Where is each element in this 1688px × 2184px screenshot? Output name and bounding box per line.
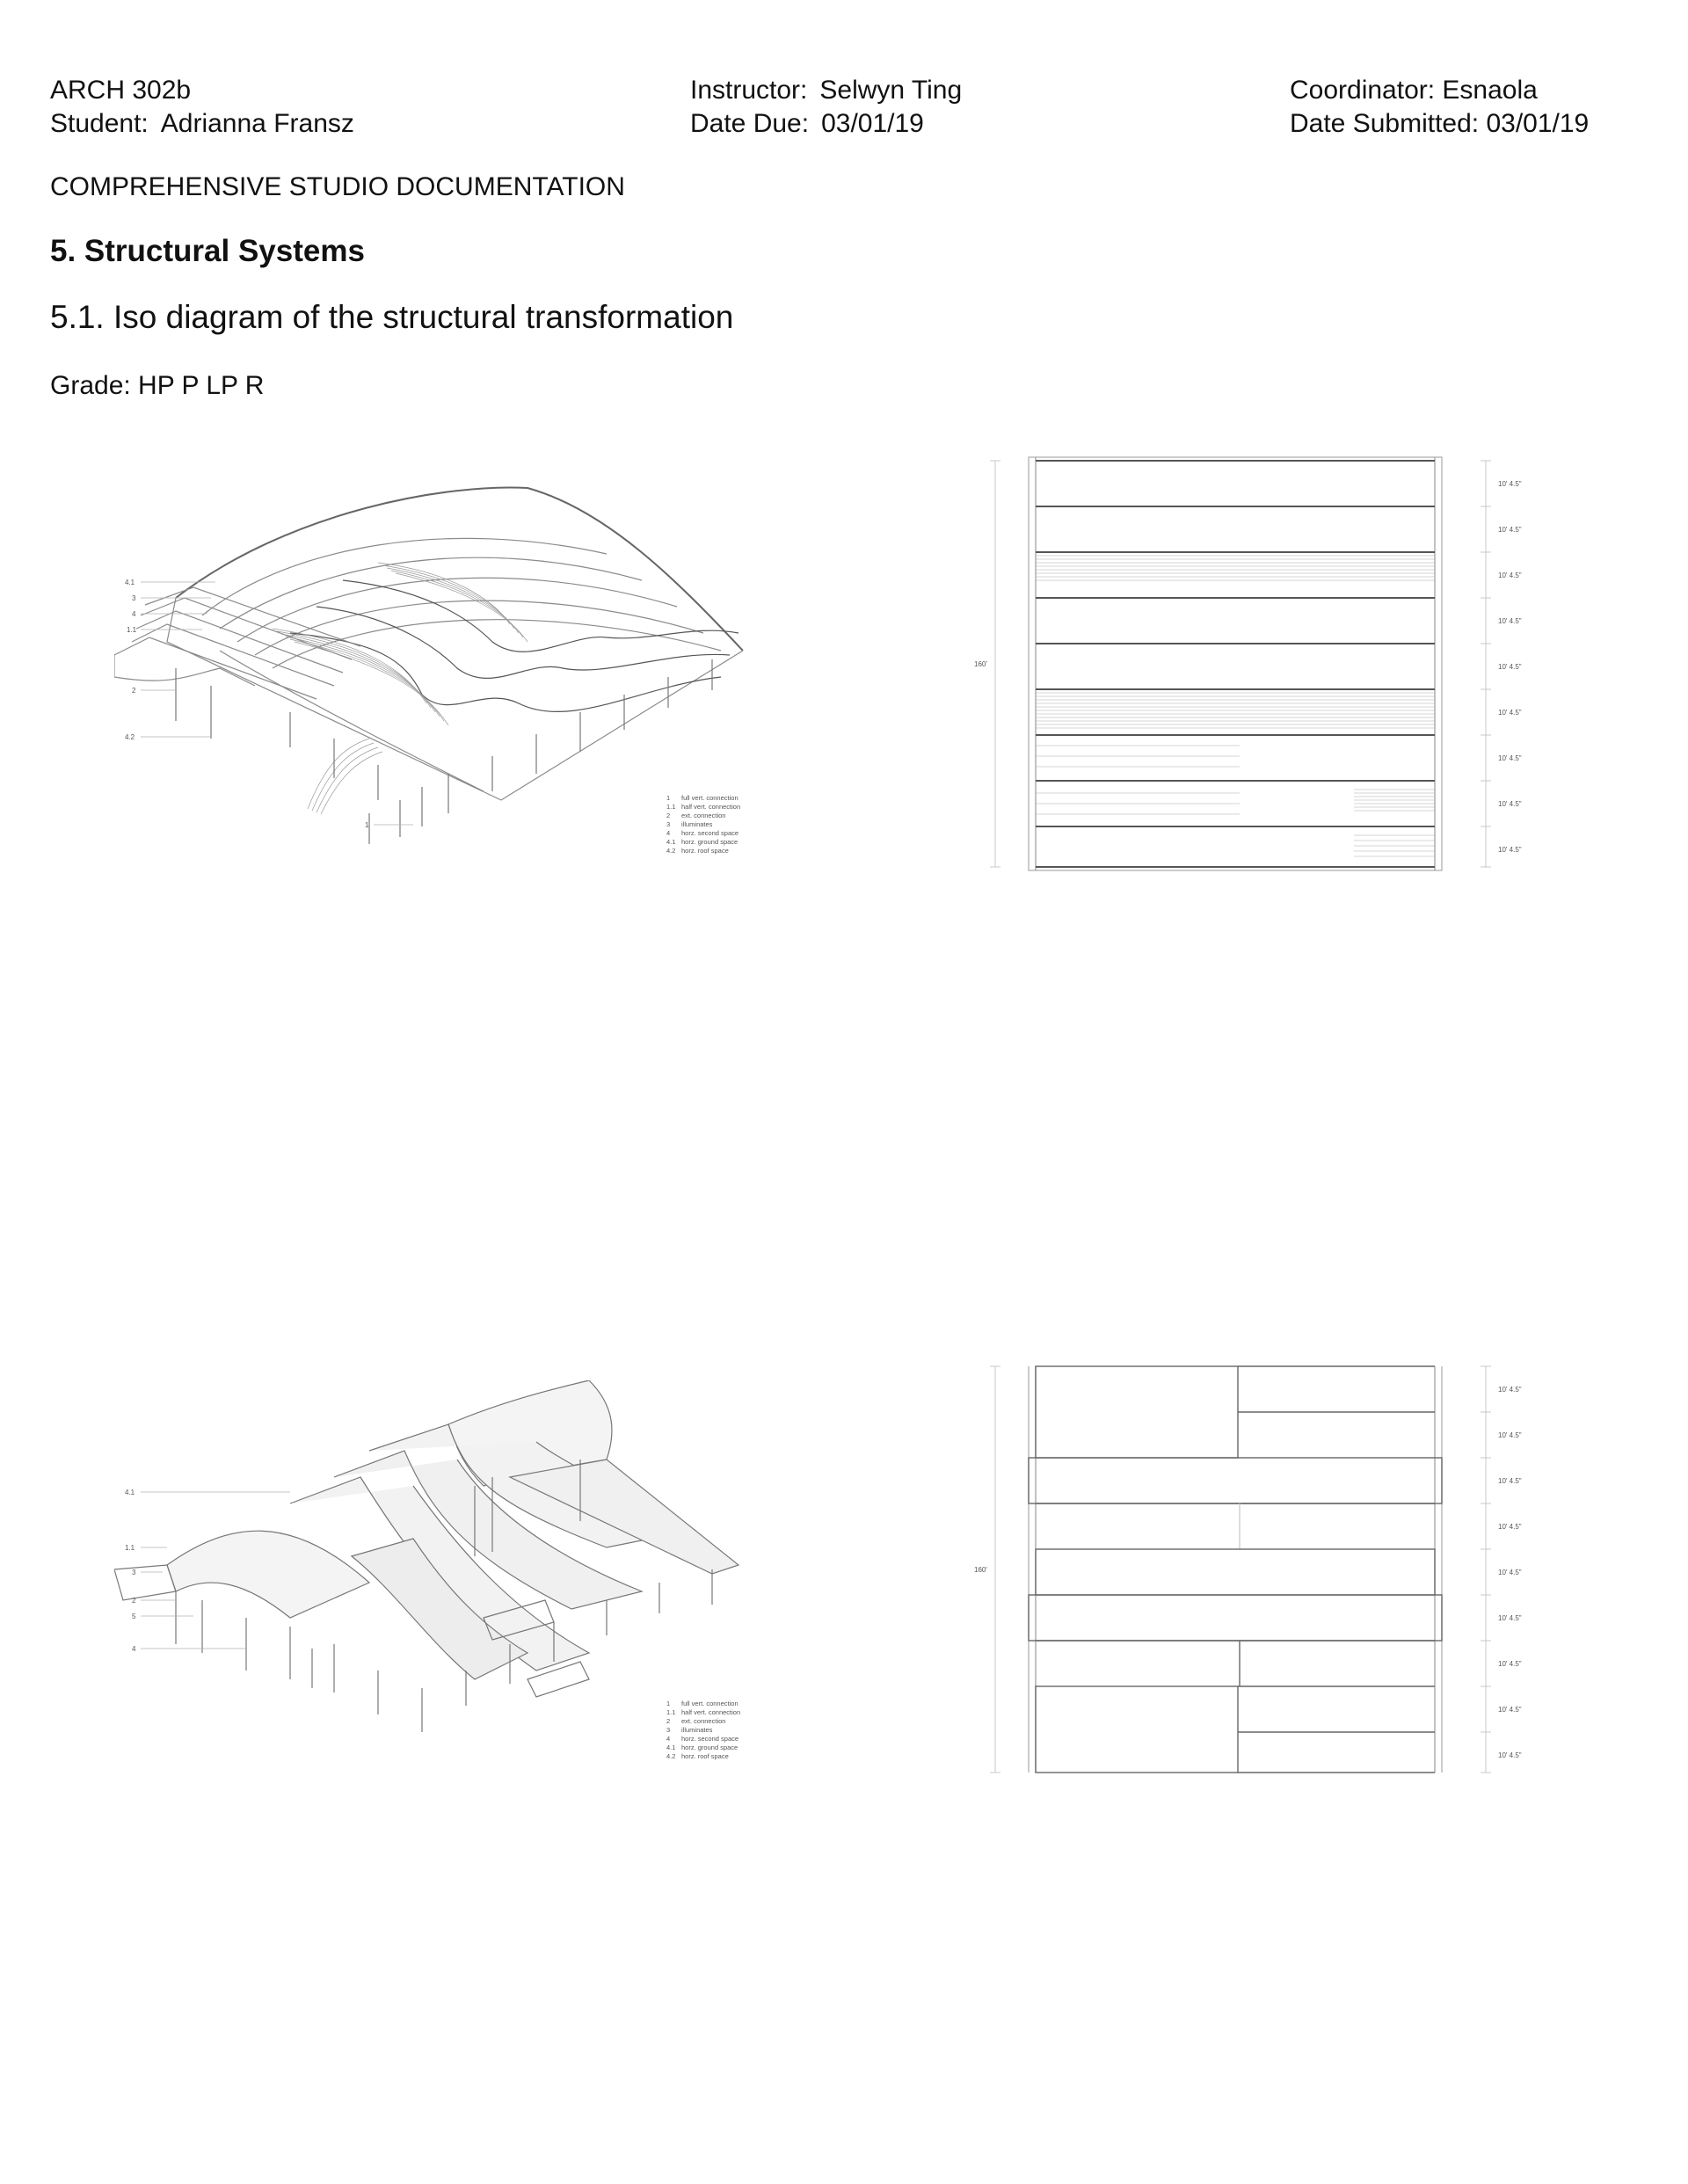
legend-num: 4.2 bbox=[666, 1752, 675, 1760]
legend-text: horz. second space bbox=[681, 829, 738, 837]
legend-text: horz. roof space bbox=[681, 847, 729, 855]
callout-label: 1.1 bbox=[127, 626, 137, 634]
legend-text: ext. connection bbox=[681, 1717, 725, 1725]
overall-dimension: 160' bbox=[974, 1566, 987, 1574]
plan-diagram-top: 160' 10' 4.5" 10' 4.5" 10' 4.5" 10' 4.5"… bbox=[967, 448, 1530, 879]
iso-diagram-bottom-drawing: 4.1 1.1 3 2 5 4 1 full vert. connection … bbox=[114, 1380, 740, 1760]
grade-line: Grade: HP P LP R bbox=[50, 371, 265, 400]
legend-num: 2 bbox=[666, 812, 670, 819]
student-name: Adrianna Fransz bbox=[160, 109, 354, 138]
callout-label: 4 bbox=[132, 610, 136, 618]
iso-diagram-bottom: 4.1 1.1 3 2 5 4 1 full vert. connection … bbox=[114, 1380, 756, 1767]
bay-dimension: 10' 4.5" bbox=[1498, 480, 1522, 488]
header-left: ARCH 302b Student: Adrianna Fransz bbox=[50, 74, 354, 141]
instructor-line: Instructor: Selwyn Ting bbox=[690, 74, 962, 107]
legend-text: half vert. connection bbox=[681, 803, 740, 811]
bay-dimension: 10' 4.5" bbox=[1498, 526, 1522, 534]
bay-dimension: 10' 4.5" bbox=[1498, 571, 1522, 579]
callout-label: 4.1 bbox=[125, 1489, 135, 1496]
legend-text: horz. second space bbox=[681, 1735, 738, 1743]
callout-label: 1.1 bbox=[125, 1544, 135, 1552]
legend-num: 1 bbox=[666, 1700, 670, 1707]
plan-diagram-bottom-drawing: 160' 10' 4.5" 10' 4.5" 10' 4.5" 10' 4.5"… bbox=[974, 1365, 1522, 1773]
bay-dimension: 10' 4.5" bbox=[1498, 800, 1522, 808]
callout-label: 2 bbox=[132, 687, 136, 695]
overall-dimension: 160' bbox=[974, 660, 987, 668]
legend-text: horz. ground space bbox=[681, 1744, 738, 1751]
header-middle: Instructor: Selwyn Ting Date Due: 03/01/19 bbox=[690, 74, 962, 141]
callout-label: 4.2 bbox=[125, 733, 135, 741]
legend-text: full vert. connection bbox=[681, 794, 738, 802]
legend-num: 4.1 bbox=[666, 838, 675, 846]
iso-diagram-top: 4.1 3 4 1.1 2 4.2 1 1 full vert. connect… bbox=[114, 475, 756, 862]
callout-label: 4.1 bbox=[125, 579, 135, 586]
legend-text: illuminates bbox=[681, 1726, 713, 1734]
subsection-title: 5.1. Iso diagram of the structural trans… bbox=[50, 299, 734, 335]
legend-text: horz. ground space bbox=[681, 838, 738, 846]
legend-num: 4 bbox=[666, 829, 670, 837]
legend-text: ext. connection bbox=[681, 812, 725, 819]
legend-num: 4 bbox=[666, 1735, 670, 1743]
bay-dimension: 10' 4.5" bbox=[1498, 1386, 1522, 1394]
legend: 1 full vert. connection 1.1 half vert. c… bbox=[666, 1700, 740, 1760]
legend-num: 1 bbox=[666, 794, 670, 802]
bay-dimension: 10' 4.5" bbox=[1498, 1477, 1522, 1485]
bay-dimension: 10' 4.5" bbox=[1498, 1706, 1522, 1714]
plan-diagram-bottom: 160' 10' 4.5" 10' 4.5" 10' 4.5" 10' 4.5"… bbox=[967, 1354, 1530, 1785]
bay-dimension: 10' 4.5" bbox=[1498, 1431, 1522, 1439]
bay-dimension: 10' 4.5" bbox=[1498, 709, 1522, 717]
iso-diagram-top-drawing: 4.1 3 4 1.1 2 4.2 1 1 full vert. connect… bbox=[114, 486, 744, 855]
bay-dimension: 10' 4.5" bbox=[1498, 1523, 1522, 1531]
bay-dimension: 10' 4.5" bbox=[1498, 754, 1522, 762]
student-line: Student: Adrianna Fransz bbox=[50, 107, 354, 141]
header-right: Coordinator: Esnaola Date Submitted: 03/… bbox=[1290, 74, 1589, 141]
bay-dimension: 10' 4.5" bbox=[1498, 1569, 1522, 1576]
legend-text: illuminates bbox=[681, 820, 713, 828]
bay-dimension: 10' 4.5" bbox=[1498, 1614, 1522, 1622]
legend-num: 2 bbox=[666, 1717, 670, 1725]
document-title: COMPREHENSIVE STUDIO DOCUMENTATION bbox=[50, 172, 625, 201]
due-line: Date Due: 03/01/19 bbox=[690, 107, 962, 141]
callout-label: 4 bbox=[132, 1645, 136, 1653]
coordinator: Coordinator: Esnaola bbox=[1290, 76, 1538, 105]
callout-label: 2 bbox=[132, 1597, 136, 1605]
legend-num: 1.1 bbox=[666, 1708, 675, 1716]
bay-dimension: 10' 4.5" bbox=[1498, 617, 1522, 625]
legend-text: horz. roof space bbox=[681, 1752, 729, 1760]
section-title: 5. Structural Systems bbox=[50, 234, 365, 268]
bay-dimension: 10' 4.5" bbox=[1498, 663, 1522, 671]
course-code: ARCH 302b bbox=[50, 76, 192, 105]
callout-label: 5 bbox=[132, 1613, 136, 1620]
callout-label: 1 bbox=[365, 821, 369, 829]
legend-text: half vert. connection bbox=[681, 1708, 740, 1716]
bay-dimension: 10' 4.5" bbox=[1498, 1660, 1522, 1668]
callout-label: 3 bbox=[132, 1569, 136, 1576]
legend-num: 3 bbox=[666, 1726, 670, 1734]
legend-text: full vert. connection bbox=[681, 1700, 738, 1707]
legend-num: 4.1 bbox=[666, 1744, 675, 1751]
instructor-label: Instructor: bbox=[690, 76, 808, 105]
student-label: Student: bbox=[50, 109, 149, 138]
instructor-name: Selwyn Ting bbox=[819, 76, 963, 105]
bay-dimension: 10' 4.5" bbox=[1498, 846, 1522, 854]
date-submitted: Date Submitted: 03/01/19 bbox=[1290, 109, 1590, 138]
plan-diagram-top-drawing: 160' 10' 4.5" 10' 4.5" 10' 4.5" 10' 4.5"… bbox=[974, 456, 1522, 871]
legend-num: 1.1 bbox=[666, 803, 675, 811]
callout-label: 3 bbox=[132, 594, 136, 602]
due-label: Date Due: bbox=[690, 109, 810, 138]
legend-num: 3 bbox=[666, 820, 670, 828]
bay-dimension: 10' 4.5" bbox=[1498, 1751, 1522, 1759]
legend: 1 full vert. connection 1.1 half vert. c… bbox=[666, 794, 740, 855]
due-date: 03/01/19 bbox=[821, 109, 924, 138]
legend-num: 4.2 bbox=[666, 847, 675, 855]
